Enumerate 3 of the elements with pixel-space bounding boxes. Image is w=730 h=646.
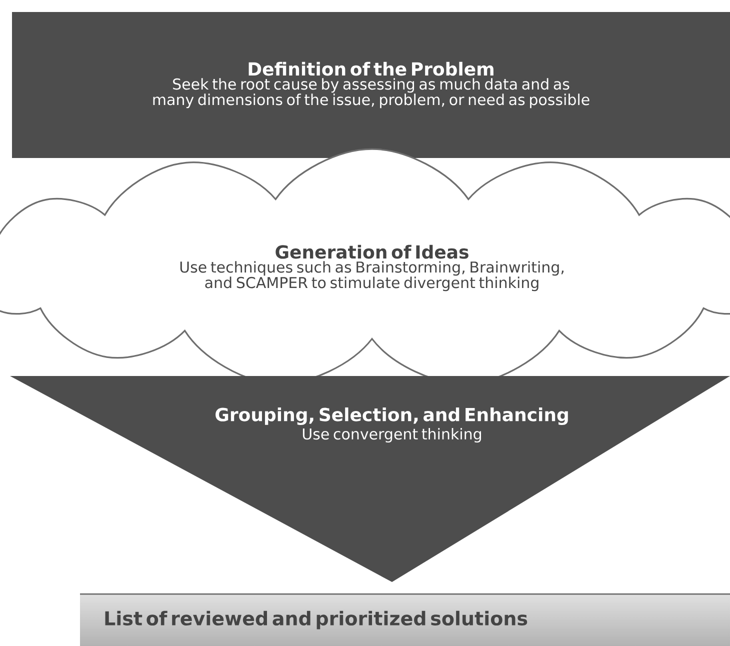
problem-box: Definition of the Problem Seek the root cause by assessing as much data and as many dimensions of the issue, problem, or need as possible (12, 12, 730, 158)
funnel-triangle: Grouping, Selection, and Enhancing Use convergent thinking (10, 376, 730, 582)
solutions-bar: List of reviewed and prioritized solutions (80, 593, 730, 630)
